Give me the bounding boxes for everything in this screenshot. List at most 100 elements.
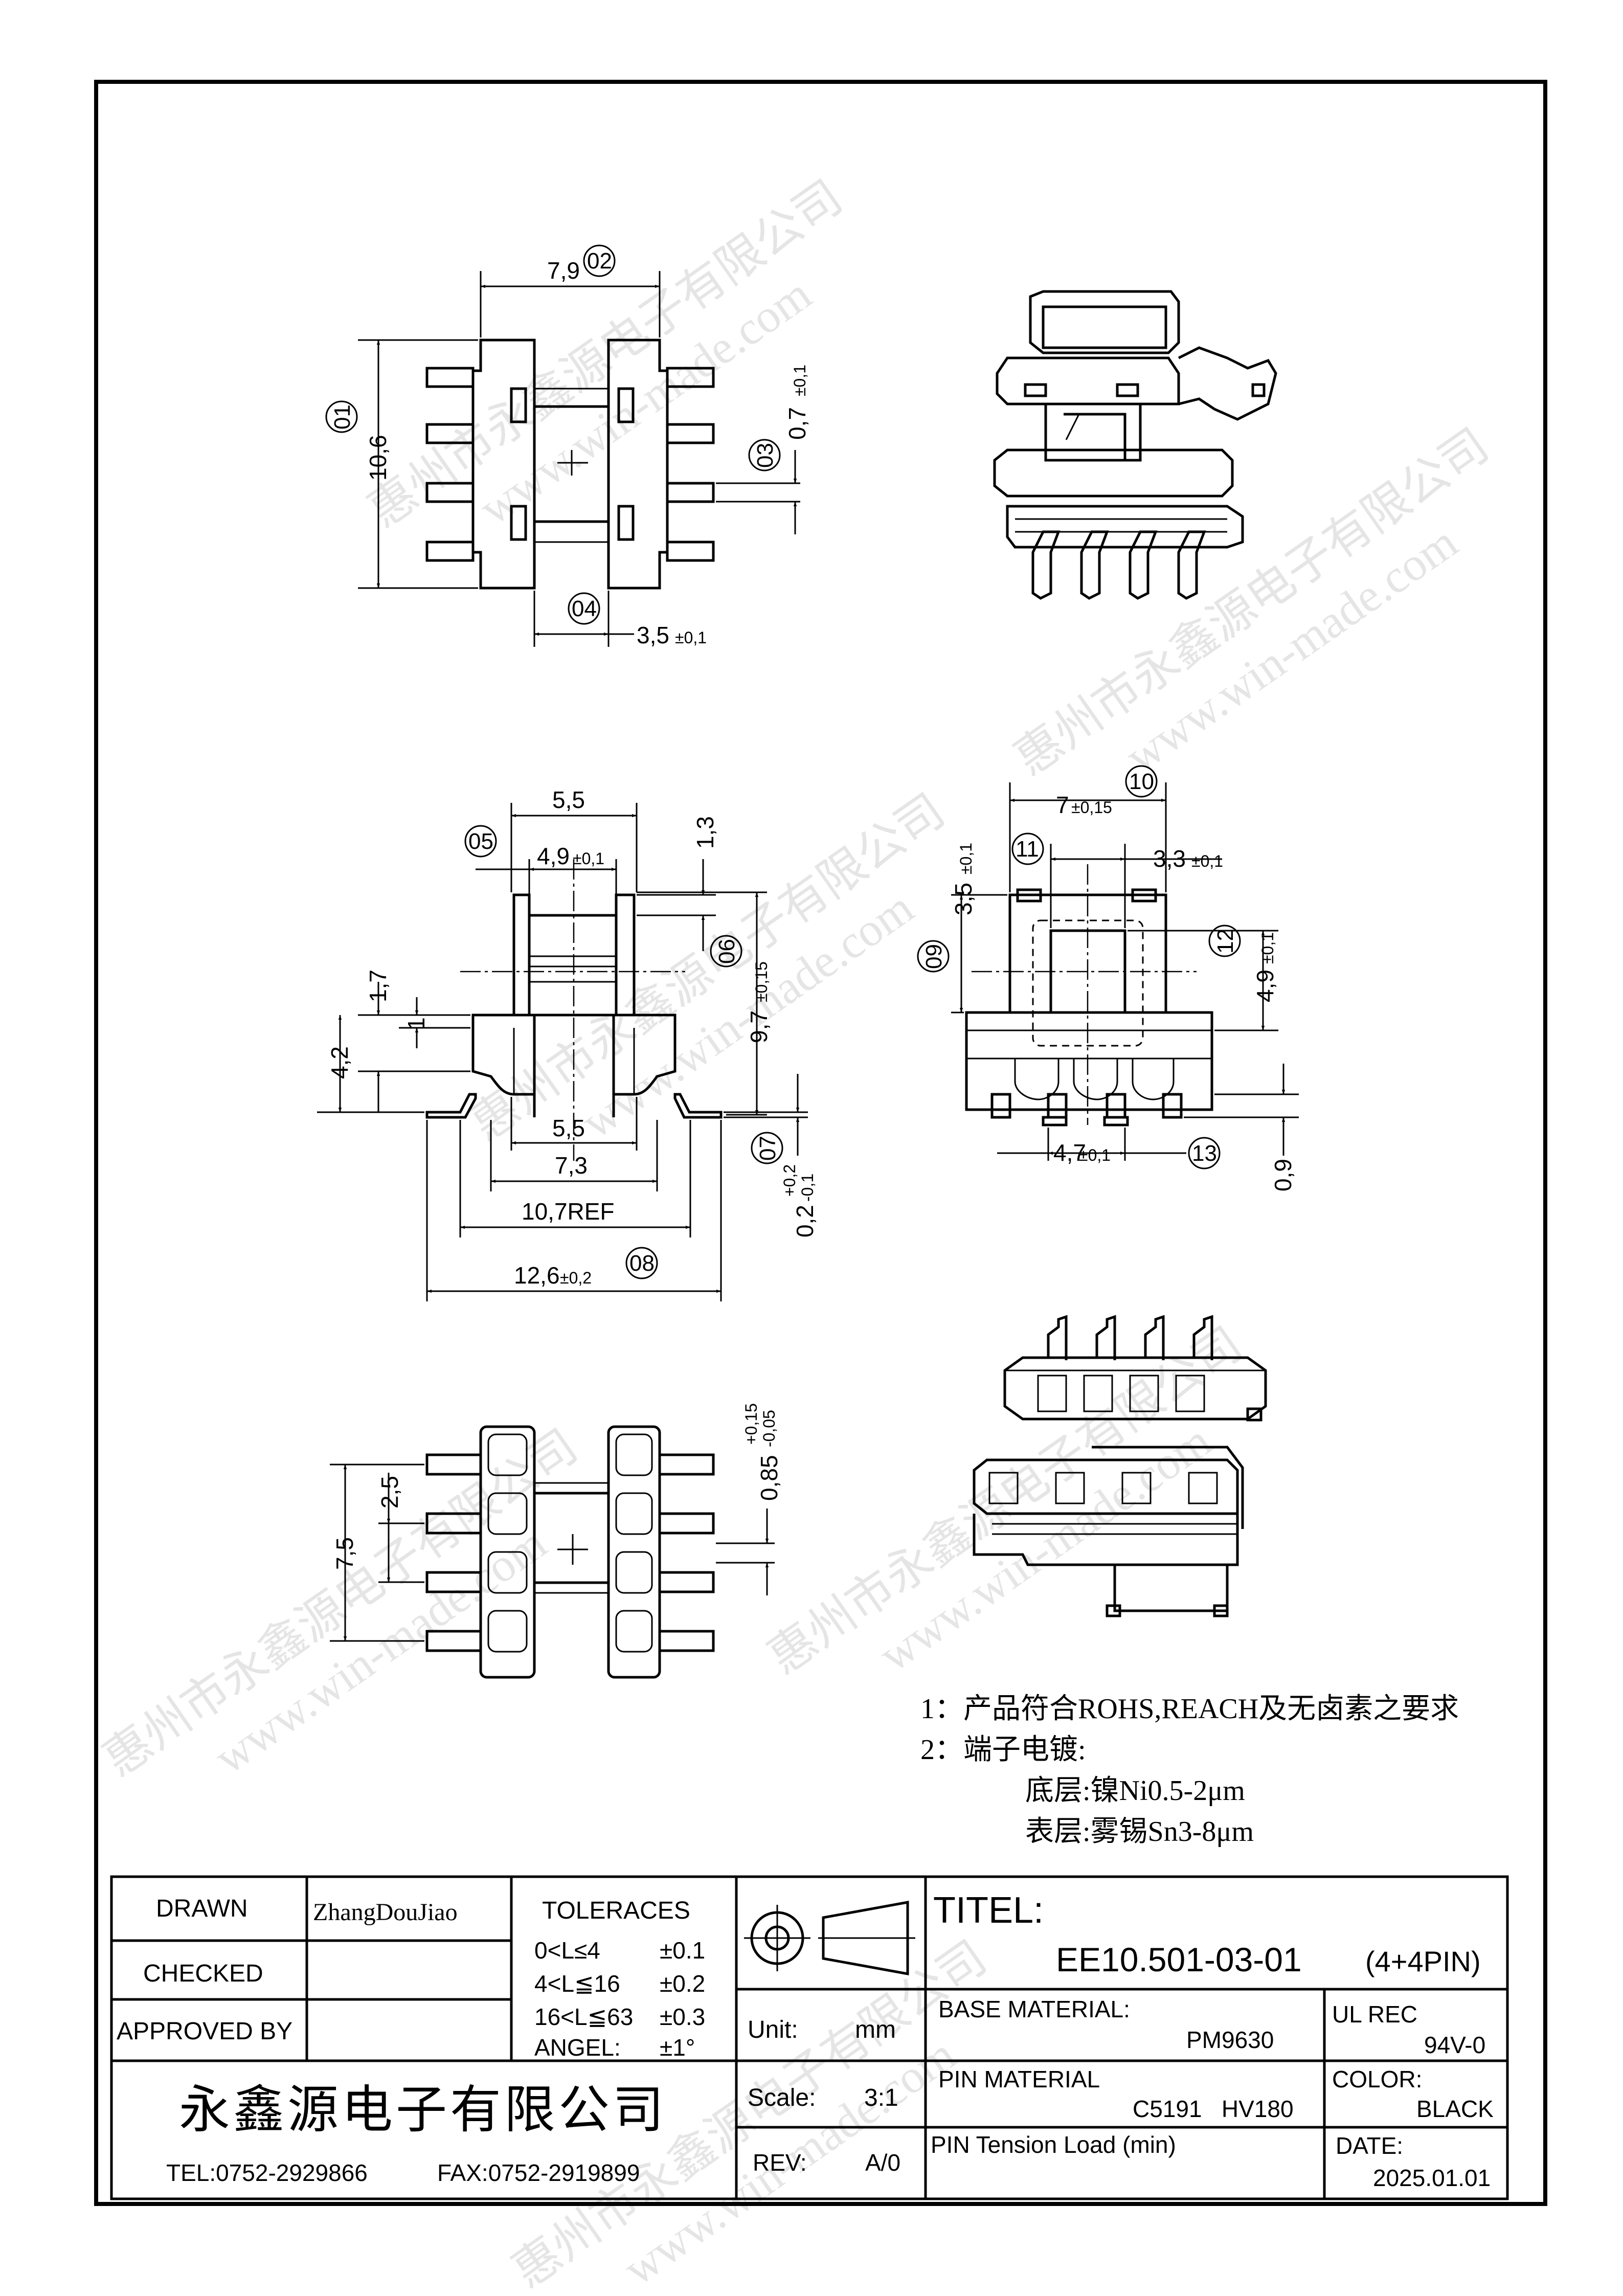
dim-flange-width: 4,9 <box>537 843 570 869</box>
dim-width: 7,9 <box>547 257 580 284</box>
dim-core: 4,9 <box>1252 970 1278 1002</box>
pin-material-value: C5191 HV180 <box>1133 2096 1294 2122</box>
drawn-label: DRAWN <box>156 1895 248 1922</box>
balloon-01: 01 <box>330 404 355 430</box>
note-line-2: 2：端子电镀: <box>920 1734 1086 1766</box>
ul-label: UL REC <box>1332 2001 1417 2028</box>
ul-value: 94V-0 <box>1424 2032 1485 2058</box>
dim-one: 1 <box>403 1017 430 1030</box>
tolerance-value: ±0.2 <box>660 1970 705 1997</box>
dim-reference: 10,7REF <box>522 1198 615 1225</box>
note-line-3: 底层:镍Ni0.5-2μm <box>1025 1775 1245 1807</box>
dim-pin-pitch: 4,7 <box>1053 1139 1086 1166</box>
base-material-label: BASE MATERIAL: <box>938 1996 1130 2022</box>
balloon-13: 13 <box>1192 1141 1217 1166</box>
color-value: BLACK <box>1416 2096 1494 2122</box>
date-label: DATE: <box>1336 2132 1403 2159</box>
balloon-03: 03 <box>753 443 778 468</box>
tolerance-value: ±0.1 <box>660 1937 705 1964</box>
tolerance-range: ANGEL: <box>534 2034 621 2061</box>
unit-label: Unit: <box>748 2016 798 2043</box>
rev-label: REV: <box>753 2149 807 2176</box>
scale-value: 3:1 <box>864 2084 898 2111</box>
balloon-02: 02 <box>587 249 612 274</box>
dim-pin-width: 0,85 <box>756 1455 782 1501</box>
dim-span: 7,5 <box>331 1537 358 1570</box>
balloon-08: 08 <box>629 1251 655 1276</box>
tolerance-range: 4<L≦16 <box>534 1970 620 1997</box>
dim-flange-width-tol: ±0,1 <box>573 849 604 868</box>
tolerance-range: 0<L≤4 <box>534 1937 600 1964</box>
dim-overall: 12,6 <box>514 1262 560 1289</box>
dim-pin-thickness: 0,2 <box>792 1205 818 1237</box>
sheet-border <box>94 80 1547 2206</box>
dim-flange-thickness: 1,3 <box>692 816 718 849</box>
dim-slot: 3,5 <box>637 622 669 648</box>
projection-symbol <box>744 1901 915 1975</box>
dim-pin-span: 7,3 <box>555 1152 588 1179</box>
dim-height: 9,7 <box>746 1010 772 1043</box>
company-fax: FAX:0752-2919899 <box>437 2159 640 2186</box>
side-view: 7 ±0,15 10 3,3 ±0,1 11 3,5 ±0,1 09 4,9 ±… <box>917 765 1299 1191</box>
approved-label: APPROVED BY <box>117 2018 292 2045</box>
tolerance-value: ±0.3 <box>660 2004 705 2030</box>
part-number: EE10.501-03-01 <box>1056 1941 1302 1978</box>
dim-slot-tol: ±0,1 <box>675 628 707 647</box>
dim-height-tol: ±0,15 <box>752 961 771 1002</box>
rev-value: A/0 <box>865 2149 900 2176</box>
balloon-06: 06 <box>714 939 739 964</box>
dim-core-tol: ±0,1 <box>1258 932 1277 964</box>
dim-slot: 3,3 <box>1153 845 1186 872</box>
dim-flange-height-tol: ±0,1 <box>957 843 975 874</box>
front-view: 5,5 4,9 ±0,1 05 1,3 9,7 ±0,15 06 1,7 1 <box>317 786 818 1301</box>
dim-overall-tol: ±0,2 <box>560 1269 592 1287</box>
bottom-view: 7,5 2,5 0,85 +0,15 -0,05 <box>330 1403 782 1679</box>
color-label: COLOR: <box>1332 2066 1422 2092</box>
balloon-10: 10 <box>1129 769 1154 794</box>
drawn-by-value: ZhangDouJiao <box>313 1899 458 1926</box>
dim-width: 7 <box>1056 792 1069 818</box>
note-line-1: 1：产品符合ROHS,REACH及无卤素之要求 <box>920 1693 1459 1725</box>
title-label: TITEL: <box>933 1890 1044 1931</box>
note-line-4: 表层:雾锡Sn3-8μm <box>1025 1816 1254 1848</box>
top-view: 7,9 02 10,6 01 0,7 ±0,1 03 3,5 ±0,1 04 <box>325 244 810 648</box>
base-material-value: PM9630 <box>1186 2027 1274 2053</box>
dim-pin-width-tol-up: +0,15 <box>742 1403 760 1445</box>
company-tel: TEL:0752-2929866 <box>166 2159 368 2186</box>
dim-pitch: 2,5 <box>376 1476 403 1509</box>
dim-pin-pitch-tol: ±0,1 <box>1079 1146 1111 1164</box>
tolerance-value: ±1° <box>660 2034 695 2061</box>
company-name: 永鑫源电子有限公司 <box>179 2082 667 2139</box>
dim-top-width: 5,5 <box>552 786 585 813</box>
notes: 1：产品符合ROHS,REACH及无卤素之要求 2：端子电镀: 底层:镍Ni0.… <box>920 1693 1459 1848</box>
isometric-view-bottom <box>973 1315 1267 1617</box>
scale-label: Scale: <box>748 2084 816 2111</box>
balloon-09: 09 <box>921 944 946 969</box>
dim-height: 10,6 <box>365 435 391 481</box>
tolerance-range: 16<L≦63 <box>534 2004 633 2030</box>
unit-value: mm <box>855 2016 896 2043</box>
pin-config: (4+4PIN) <box>1365 1945 1481 1977</box>
balloon-07: 07 <box>755 1136 780 1161</box>
isometric-view-top <box>993 290 1277 600</box>
dim-pin-height: 0,9 <box>1270 1159 1296 1191</box>
dim-inner-width: 5,5 <box>552 1115 585 1141</box>
balloon-05: 05 <box>468 829 493 854</box>
dim-width-tol: ±0,15 <box>1071 798 1112 817</box>
balloon-12: 12 <box>1213 929 1238 954</box>
pin-material-label: PIN MATERIAL <box>938 2066 1100 2092</box>
tolerances-label: TOLERACES <box>542 1897 690 1924</box>
dim-pin-thickness-tol-dn: -0,1 <box>798 1174 817 1202</box>
dim-pin-width: 0,7 <box>784 407 810 440</box>
checked-label: CHECKED <box>143 1960 263 1987</box>
title-block: DRAWN ZhangDouJiao CHECKED APPROVED BY T… <box>110 1875 1509 2200</box>
balloon-04: 04 <box>572 596 597 621</box>
dim-slot-tol: ±0,1 <box>1191 852 1223 870</box>
dim-pin-thickness-tol-up: +0,2 <box>780 1164 799 1197</box>
dim-flange-height: 3,5 <box>950 883 977 915</box>
dim-base-height: 4,2 <box>326 1046 353 1079</box>
balloon-11: 11 <box>1016 837 1039 862</box>
pin-tension-label: PIN Tension Load (min) <box>931 2131 1176 2158</box>
date-value: 2025.01.01 <box>1373 2165 1491 2191</box>
